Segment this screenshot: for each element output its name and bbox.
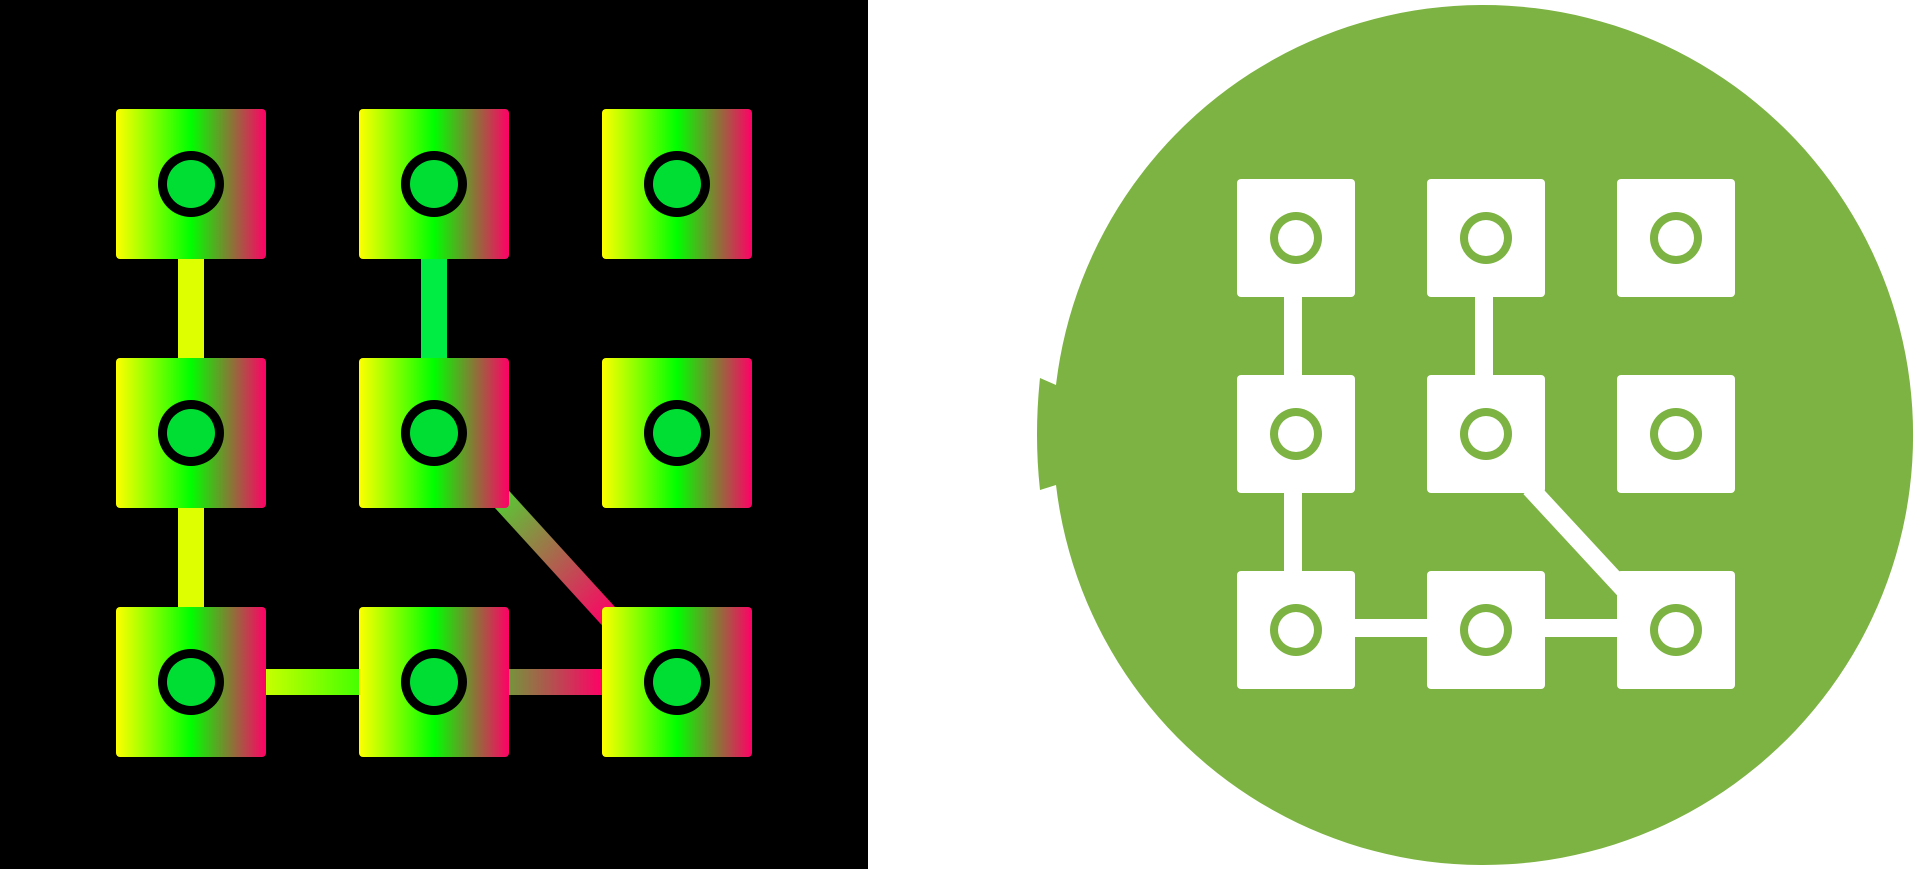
- pattern-node-r2c3: [1617, 375, 1735, 493]
- connector-r2c2-r3c3: [489, 487, 621, 628]
- unlock-pattern-gradient-icon: [0, 0, 868, 869]
- unlock-pattern-circle-icon: [868, 0, 1920, 869]
- pattern-node-r1c1: [1237, 179, 1355, 297]
- connector-r1c1-r2c1: [178, 258, 204, 362]
- pattern-node-r3c1: [116, 607, 266, 757]
- pattern-node-r1c1: [116, 109, 266, 259]
- connector-r3c2-r3c3: [1543, 619, 1619, 637]
- connector-r1c1-r2c1: [1284, 293, 1302, 377]
- pattern-node-r2c2: [1427, 375, 1545, 493]
- pattern-node-r1c2: [359, 109, 509, 259]
- pattern-node-r3c3: [1617, 571, 1735, 689]
- pattern-node-r1c2: [1427, 179, 1545, 297]
- pattern-node-r2c3: [602, 358, 752, 508]
- pattern-node-r3c1: [1237, 571, 1355, 689]
- connector-r2c1-r3c1: [1284, 489, 1302, 573]
- connector-r2c1-r3c1: [178, 507, 204, 611]
- circle-icon-panel: [868, 0, 1920, 869]
- connector-r1c2-r2c2: [1475, 293, 1493, 377]
- pattern-node-r2c1: [1237, 375, 1355, 493]
- pattern-node-r2c2: [359, 358, 509, 508]
- connector-r3c2-r3c3: [505, 669, 603, 695]
- pattern-node-r1c3: [1617, 179, 1735, 297]
- connector-r3c1-r3c2: [262, 669, 360, 695]
- connector-r2c2-r3c3: [1523, 481, 1637, 603]
- pattern-node-r3c2: [359, 607, 509, 757]
- pattern-node-r3c2: [1427, 571, 1545, 689]
- gradient-icon-panel: [0, 0, 868, 869]
- connector-r3c1-r3c2: [1353, 619, 1429, 637]
- connector-r1c2-r2c2: [421, 258, 447, 362]
- pattern-node-r3c3: [602, 607, 752, 757]
- pattern-node-r2c1: [116, 358, 266, 508]
- pattern-node-r1c3: [602, 109, 752, 259]
